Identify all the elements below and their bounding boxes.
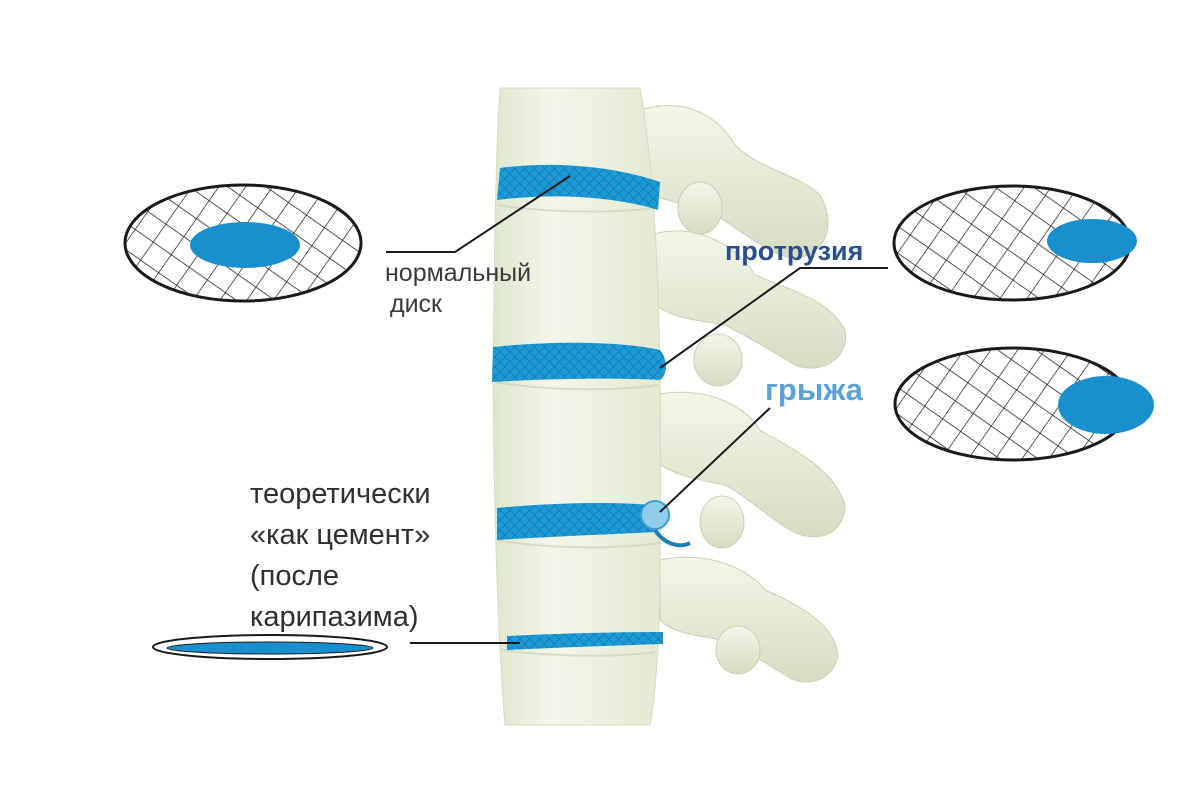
spinous-processes bbox=[639, 105, 846, 683]
disc-cross-section-normal bbox=[123, 183, 363, 303]
leader-line-protrusion bbox=[659, 267, 888, 369]
label-normal-line1: нормальный bbox=[385, 259, 532, 287]
intervertebral-disc-thin bbox=[507, 632, 663, 650]
label-cement-line4: карипазима) bbox=[250, 601, 419, 633]
label-hernia: грыжа bbox=[765, 372, 863, 407]
label-normal-line2: диск bbox=[390, 290, 442, 318]
leader-lines bbox=[386, 175, 888, 644]
label-cement-line2: «как цемент» bbox=[250, 519, 431, 551]
leader-line-normal bbox=[386, 175, 571, 253]
intervertebral-disc-hernia bbox=[497, 500, 691, 548]
intervertebral-disc-normal bbox=[497, 164, 660, 210]
nucleus-pulposus bbox=[1047, 219, 1137, 263]
nucleus-pulposus bbox=[1058, 376, 1154, 434]
label-cement-line3: (после bbox=[250, 560, 340, 592]
label-cement-line1: теоретически bbox=[250, 478, 431, 510]
flattened-disc bbox=[166, 641, 374, 655]
hernia-bulge bbox=[640, 500, 670, 530]
leader-line-hernia bbox=[659, 407, 771, 513]
intervertebral-disc-protrusion bbox=[492, 342, 666, 382]
label-cement: теоретически «как цемент» (после карипаз… bbox=[250, 474, 431, 638]
vertebra-shading bbox=[495, 204, 661, 657]
disc-cross-section-protrusion bbox=[892, 184, 1137, 302]
vertebral-column bbox=[492, 87, 662, 726]
label-protrusion: протрузия bbox=[725, 236, 864, 266]
label-normal-disc: нормальный диск bbox=[385, 258, 531, 320]
disc-cross-section-thin bbox=[152, 634, 388, 660]
disc-cross-section-hernia bbox=[893, 346, 1154, 462]
nucleus-pulposus bbox=[190, 222, 300, 268]
spine-illustration bbox=[492, 87, 846, 726]
